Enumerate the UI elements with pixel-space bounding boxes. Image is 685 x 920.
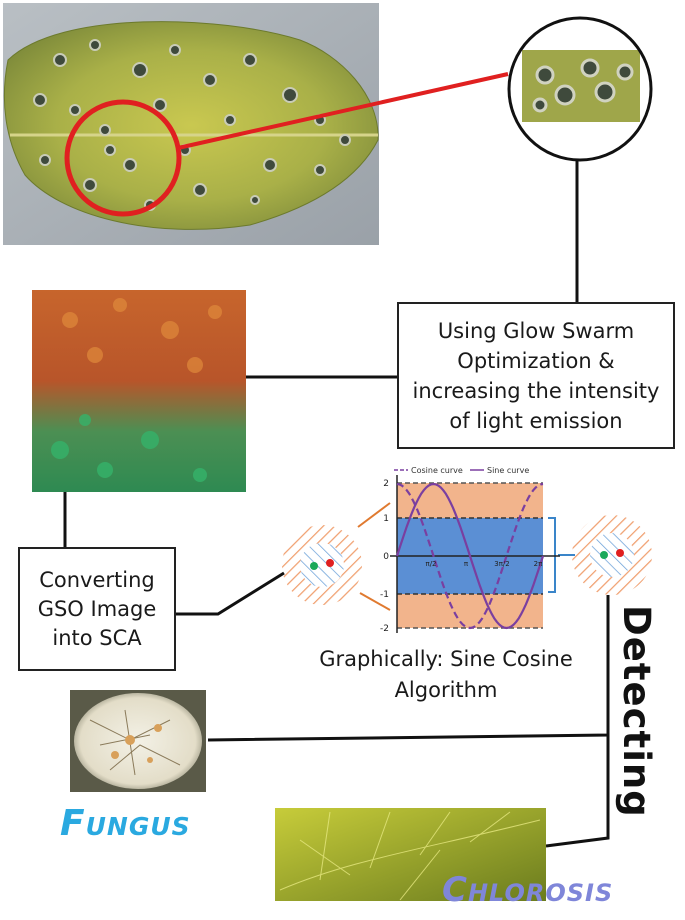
sca-bracket xyxy=(548,517,556,593)
legend-sine-label: Sine curve xyxy=(487,466,529,475)
cosine-curve xyxy=(396,482,544,630)
sca-left-circle xyxy=(282,525,362,605)
sca-arrows xyxy=(357,502,575,611)
sca-caption: Graphically: Sine Cosine Algorithm xyxy=(319,647,573,702)
zoomed-lesion xyxy=(507,16,653,162)
gso-description-text: Using Glow Swarm Optimization & increasi… xyxy=(412,318,660,433)
leaf-photo xyxy=(3,3,379,245)
gso-enhanced-image xyxy=(32,290,246,492)
chlorosis-label: Chlorosis xyxy=(442,870,614,910)
y-tick-2: 2 xyxy=(383,479,389,489)
x-tick-pi-half: π/2 xyxy=(425,560,436,568)
sca-right-circle xyxy=(572,515,652,595)
gso-description-box: Using Glow Swarm Optimization & increasi… xyxy=(397,302,675,449)
y-tick-1: 1 xyxy=(383,514,389,524)
x-tick-2pi: 2π xyxy=(534,560,543,568)
y-tick-0: 0 xyxy=(383,552,389,562)
sca-chart: 2 1 0 -1 -2 π/2 π 3π/2 2π Cosine curve S… xyxy=(380,466,560,634)
detecting-label: Detecting xyxy=(615,605,658,818)
fungus-label: Fungus xyxy=(60,803,191,844)
lesion-highlight-circle xyxy=(64,99,182,217)
legend-cosine-label: Cosine curve xyxy=(411,466,463,475)
x-tick-pi: π xyxy=(464,560,469,568)
sine-curve xyxy=(395,482,545,630)
y-tick-neg1: -1 xyxy=(380,590,389,600)
conversion-description-text: Converting GSO Image into SCA xyxy=(37,567,157,650)
conversion-description-box: Converting GSO Image into SCA xyxy=(18,547,176,671)
connector-lines xyxy=(63,160,610,848)
fungus-image xyxy=(70,690,206,792)
x-tick-3pi-half: 3π/2 xyxy=(494,560,509,568)
y-tick-neg2: -2 xyxy=(380,624,389,634)
zoom-pointer-line xyxy=(177,72,509,150)
chlorosis-image xyxy=(275,808,546,901)
